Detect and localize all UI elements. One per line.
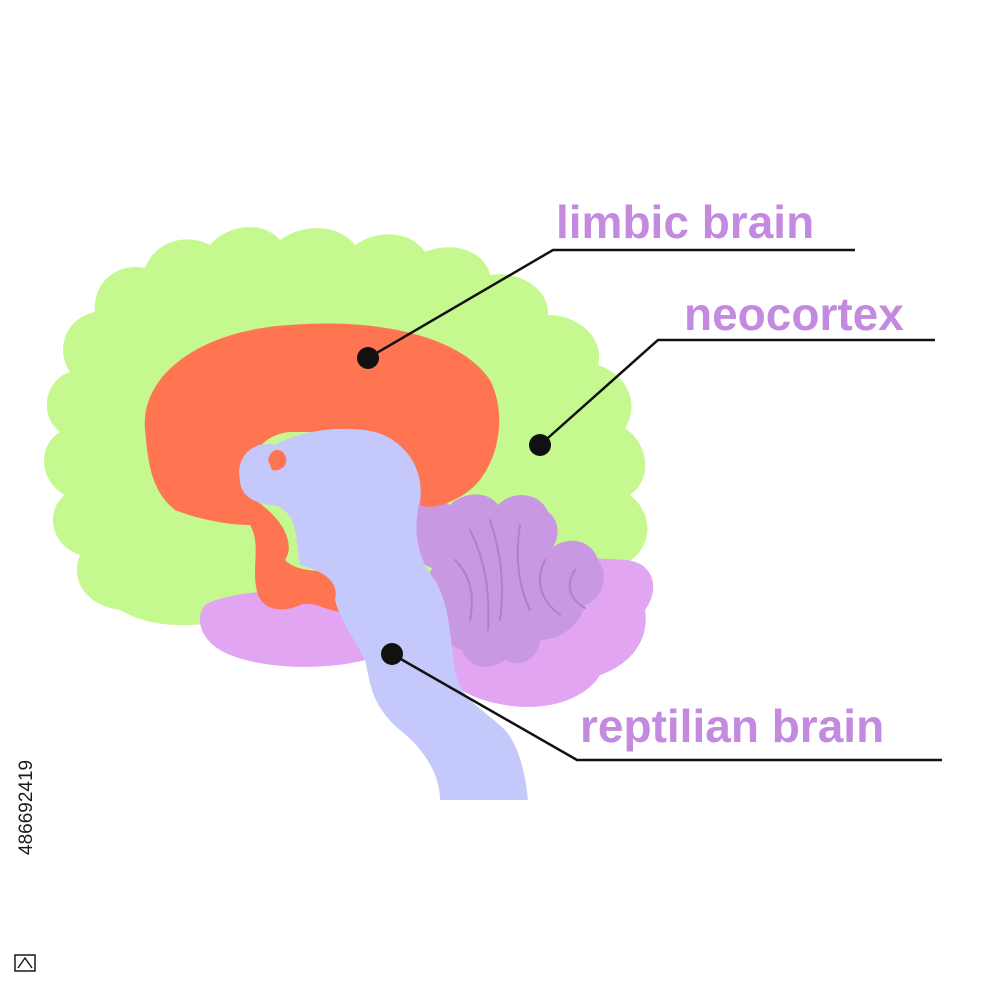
stock-id: 486692419: [16, 760, 37, 855]
neocortex-marker: [529, 434, 551, 456]
cerebellum-inner-shape: [376, 489, 604, 667]
reptilian-region: [239, 428, 529, 800]
watermark-logo: [14, 954, 36, 972]
reptilian-leader-line: [391, 652, 942, 762]
cerebellum-folia: [454, 519, 586, 631]
limbic-annotation: limbic brain: [357, 196, 855, 369]
neocortex-annotation: neocortex: [529, 288, 935, 456]
limbic-region: [144, 323, 500, 612]
limbic-marker: [357, 347, 379, 369]
reptilian-annotation: reptilian brain: [381, 643, 942, 762]
limbic-leader-line: [367, 248, 855, 360]
neocortex-label: neocortex: [684, 288, 904, 340]
annotations: limbic brain neocortex reptilian brain: [357, 196, 942, 762]
limbic-shape: [144, 323, 500, 612]
reptilian-shape: [239, 428, 529, 800]
neocortex-leader-line: [539, 338, 935, 446]
reptilian-marker: [381, 643, 403, 665]
reptilian-notch: [268, 449, 287, 471]
reptilian-label: reptilian brain: [580, 700, 884, 752]
limbic-label: limbic brain: [556, 196, 814, 248]
